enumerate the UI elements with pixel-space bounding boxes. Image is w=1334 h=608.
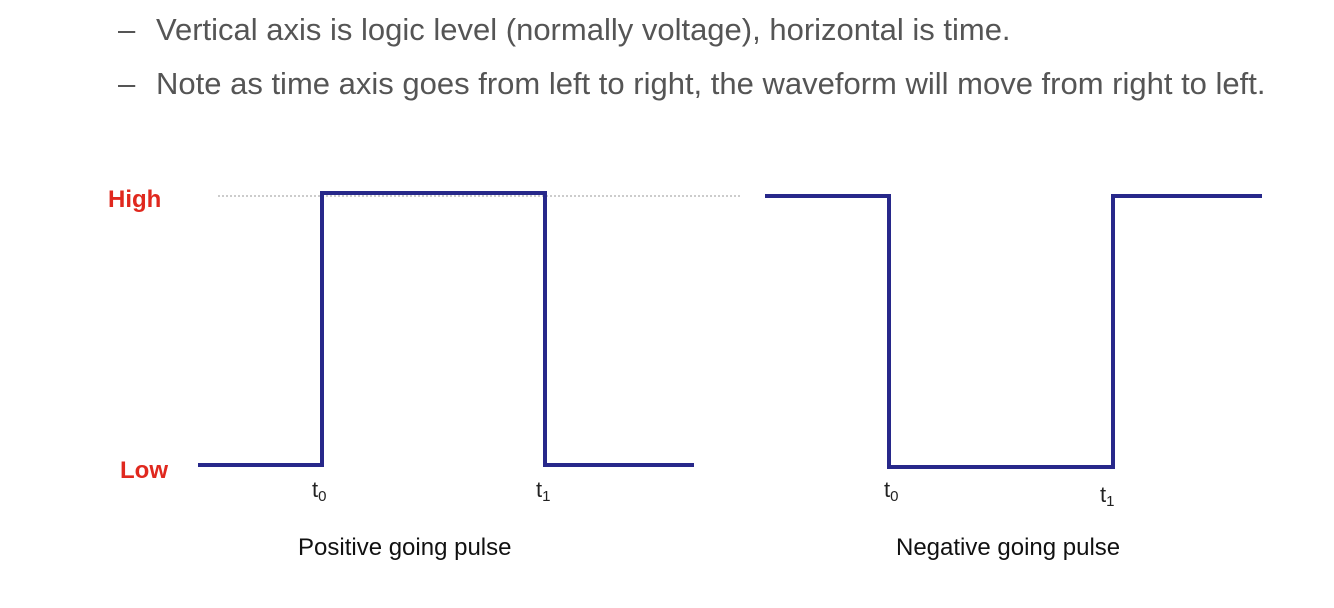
positive-pulse-waveform bbox=[198, 191, 694, 467]
bullet-list: – Vertical axis is logic level (normally… bbox=[118, 6, 1308, 114]
low-level-label: Low bbox=[120, 457, 168, 484]
bullet-item-direction: – Note as time axis goes from left to ri… bbox=[118, 60, 1308, 108]
high-level-label: High bbox=[108, 186, 161, 213]
bullet-text: Vertical axis is logic level (normally v… bbox=[156, 12, 1011, 47]
positive-t1-label: t1 bbox=[536, 477, 550, 505]
negative-t0-label: t0 bbox=[884, 477, 898, 505]
bullet-item-axes: – Vertical axis is logic level (normally… bbox=[118, 6, 1308, 54]
negative-pulse-caption: Negative going pulse bbox=[896, 534, 1120, 561]
bullet-dash: – bbox=[118, 12, 136, 47]
bullet-dash: – bbox=[118, 66, 136, 101]
positive-pulse-caption: Positive going pulse bbox=[298, 534, 511, 561]
negative-t1-label: t1 bbox=[1100, 482, 1114, 510]
positive-t0-label: t0 bbox=[312, 477, 326, 505]
bullet-text: Note as time axis goes from left to righ… bbox=[156, 66, 1266, 101]
negative-pulse-waveform bbox=[765, 194, 1262, 469]
